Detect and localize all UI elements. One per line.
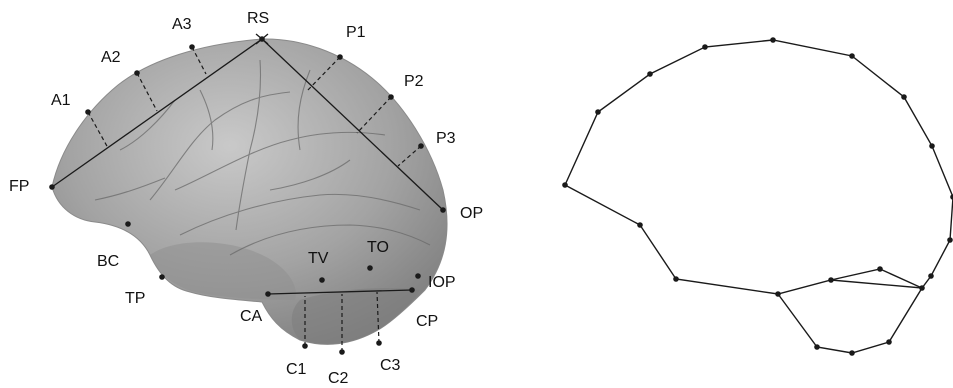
label-a1: A1 [51,92,71,109]
outline-point [673,276,679,282]
landmark-outline-diagram [562,37,953,356]
point-a1 [85,109,91,115]
point-c2 [339,349,345,355]
label-fp: FP [9,178,29,195]
point-tv [319,277,325,283]
point-cp [409,287,415,293]
point-iop [415,273,421,279]
outline-point [775,291,781,297]
label-p2: P2 [404,73,424,90]
brain-endocast [52,39,447,344]
point-tp [159,274,165,280]
outline-point [849,350,855,356]
outline-point [562,182,568,188]
label-c2: C2 [328,370,349,387]
label-c3: C3 [380,357,401,374]
outline-point [770,37,776,43]
point-a3 [189,44,195,50]
outline-point [947,237,953,243]
outline-point [828,277,834,283]
point-bc [125,221,131,227]
outline-point [637,222,643,228]
label-rs: RS [247,10,269,27]
point-to [367,265,373,271]
point-p3 [418,143,424,149]
label-cp: CP [416,313,438,330]
label-a2: A2 [101,49,121,66]
outline-point [877,266,883,272]
outline-point [702,44,708,50]
label-tv: TV [308,250,329,267]
outline-point [595,109,601,115]
label-bc: BC [97,253,119,270]
point-p1 [337,54,343,60]
point-c1 [302,343,308,349]
point-fp [49,184,55,190]
outline-point [886,339,892,345]
outline-point [814,344,820,350]
point-ca [265,291,271,297]
label-p1: P1 [346,24,366,41]
outline-point [647,71,653,77]
outline-point [929,143,935,149]
point-a2 [134,70,140,76]
point-c3 [376,340,382,346]
label-iop: IOP [428,274,456,291]
outline-point [849,53,855,59]
outline-point [928,273,934,279]
label-ca: CA [240,308,263,325]
point-p2 [388,94,394,100]
label-to: TO [367,239,389,256]
label-tp: TP [125,290,145,307]
outline-main-polygon [565,40,953,294]
label-a3: A3 [172,16,192,33]
label-op: OP [460,205,483,222]
outline-point [919,285,925,291]
point-op [440,207,446,213]
label-p3: P3 [436,130,456,147]
label-c1: C1 [286,361,307,378]
point-rs [259,36,265,42]
outline-point [901,94,907,100]
